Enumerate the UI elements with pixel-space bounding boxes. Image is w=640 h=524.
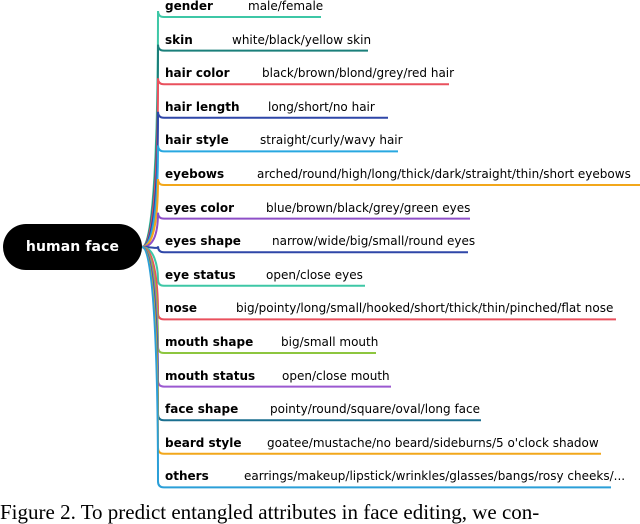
attribute-name: gender bbox=[165, 0, 213, 13]
connector-3 bbox=[141, 111, 165, 248]
attribute-name: nose bbox=[165, 301, 198, 316]
attribute-values: pointy/round/square/oval/long face bbox=[270, 402, 480, 417]
attribute-values: goatee/mustache/no beard/sideburns/5 o'c… bbox=[267, 435, 599, 450]
connector-4 bbox=[141, 145, 165, 248]
connector-7 bbox=[141, 246, 165, 254]
attribute-values: straight/curly/wavy hair bbox=[260, 133, 403, 148]
connector-6 bbox=[141, 212, 165, 248]
connector-8 bbox=[141, 246, 165, 287]
attribute-name: hair length bbox=[165, 99, 240, 114]
attribute-values: white/black/yellow skin bbox=[232, 32, 372, 47]
attribute-name: eyes shape bbox=[165, 234, 241, 249]
attribute-values: open/close eyes bbox=[266, 267, 363, 282]
attribute-name: eyes color bbox=[165, 200, 235, 215]
attribute-values: open/close mouth bbox=[282, 368, 390, 383]
attribute-name: eye status bbox=[165, 267, 236, 282]
attribute-values: blue/brown/black/grey/green eyes bbox=[266, 200, 471, 215]
attribute-name: mouth status bbox=[165, 368, 256, 383]
attribute-values: big/small mouth bbox=[281, 335, 379, 349]
attribute-values: narrow/wide/big/small/round eyes bbox=[272, 234, 476, 249]
connector-5 bbox=[141, 178, 165, 248]
attribute-values: earrings/makeup/lipstick/wrinkles/glasse… bbox=[244, 469, 626, 484]
attribute-values: black/brown/blond/grey/red hair bbox=[262, 66, 455, 81]
attribute-name: hair style bbox=[165, 133, 229, 148]
figure-caption: Figure 2. To predict entangled attribute… bbox=[0, 500, 540, 524]
root-node-human-face: human face bbox=[3, 224, 142, 270]
attribute-values: long/short/no hair bbox=[268, 99, 375, 114]
attribute-name: skin bbox=[165, 32, 193, 47]
attribute-name: eyebows bbox=[165, 167, 225, 181]
attribute-values: big/pointy/long/small/hooked/short/thick… bbox=[236, 301, 614, 316]
root-node-label: human face bbox=[25, 239, 120, 255]
connector-14 bbox=[141, 246, 165, 489]
attribute-name: face shape bbox=[165, 402, 239, 417]
attribute-name: hair color bbox=[165, 66, 230, 81]
attribute-name: beard style bbox=[165, 435, 242, 450]
attribute-name: mouth shape bbox=[165, 335, 254, 349]
attribute-values: arched/round/high/long/thick/dark/straig… bbox=[257, 167, 631, 181]
attribute-values: male/female bbox=[248, 0, 324, 13]
attribute-name: others bbox=[165, 469, 209, 484]
